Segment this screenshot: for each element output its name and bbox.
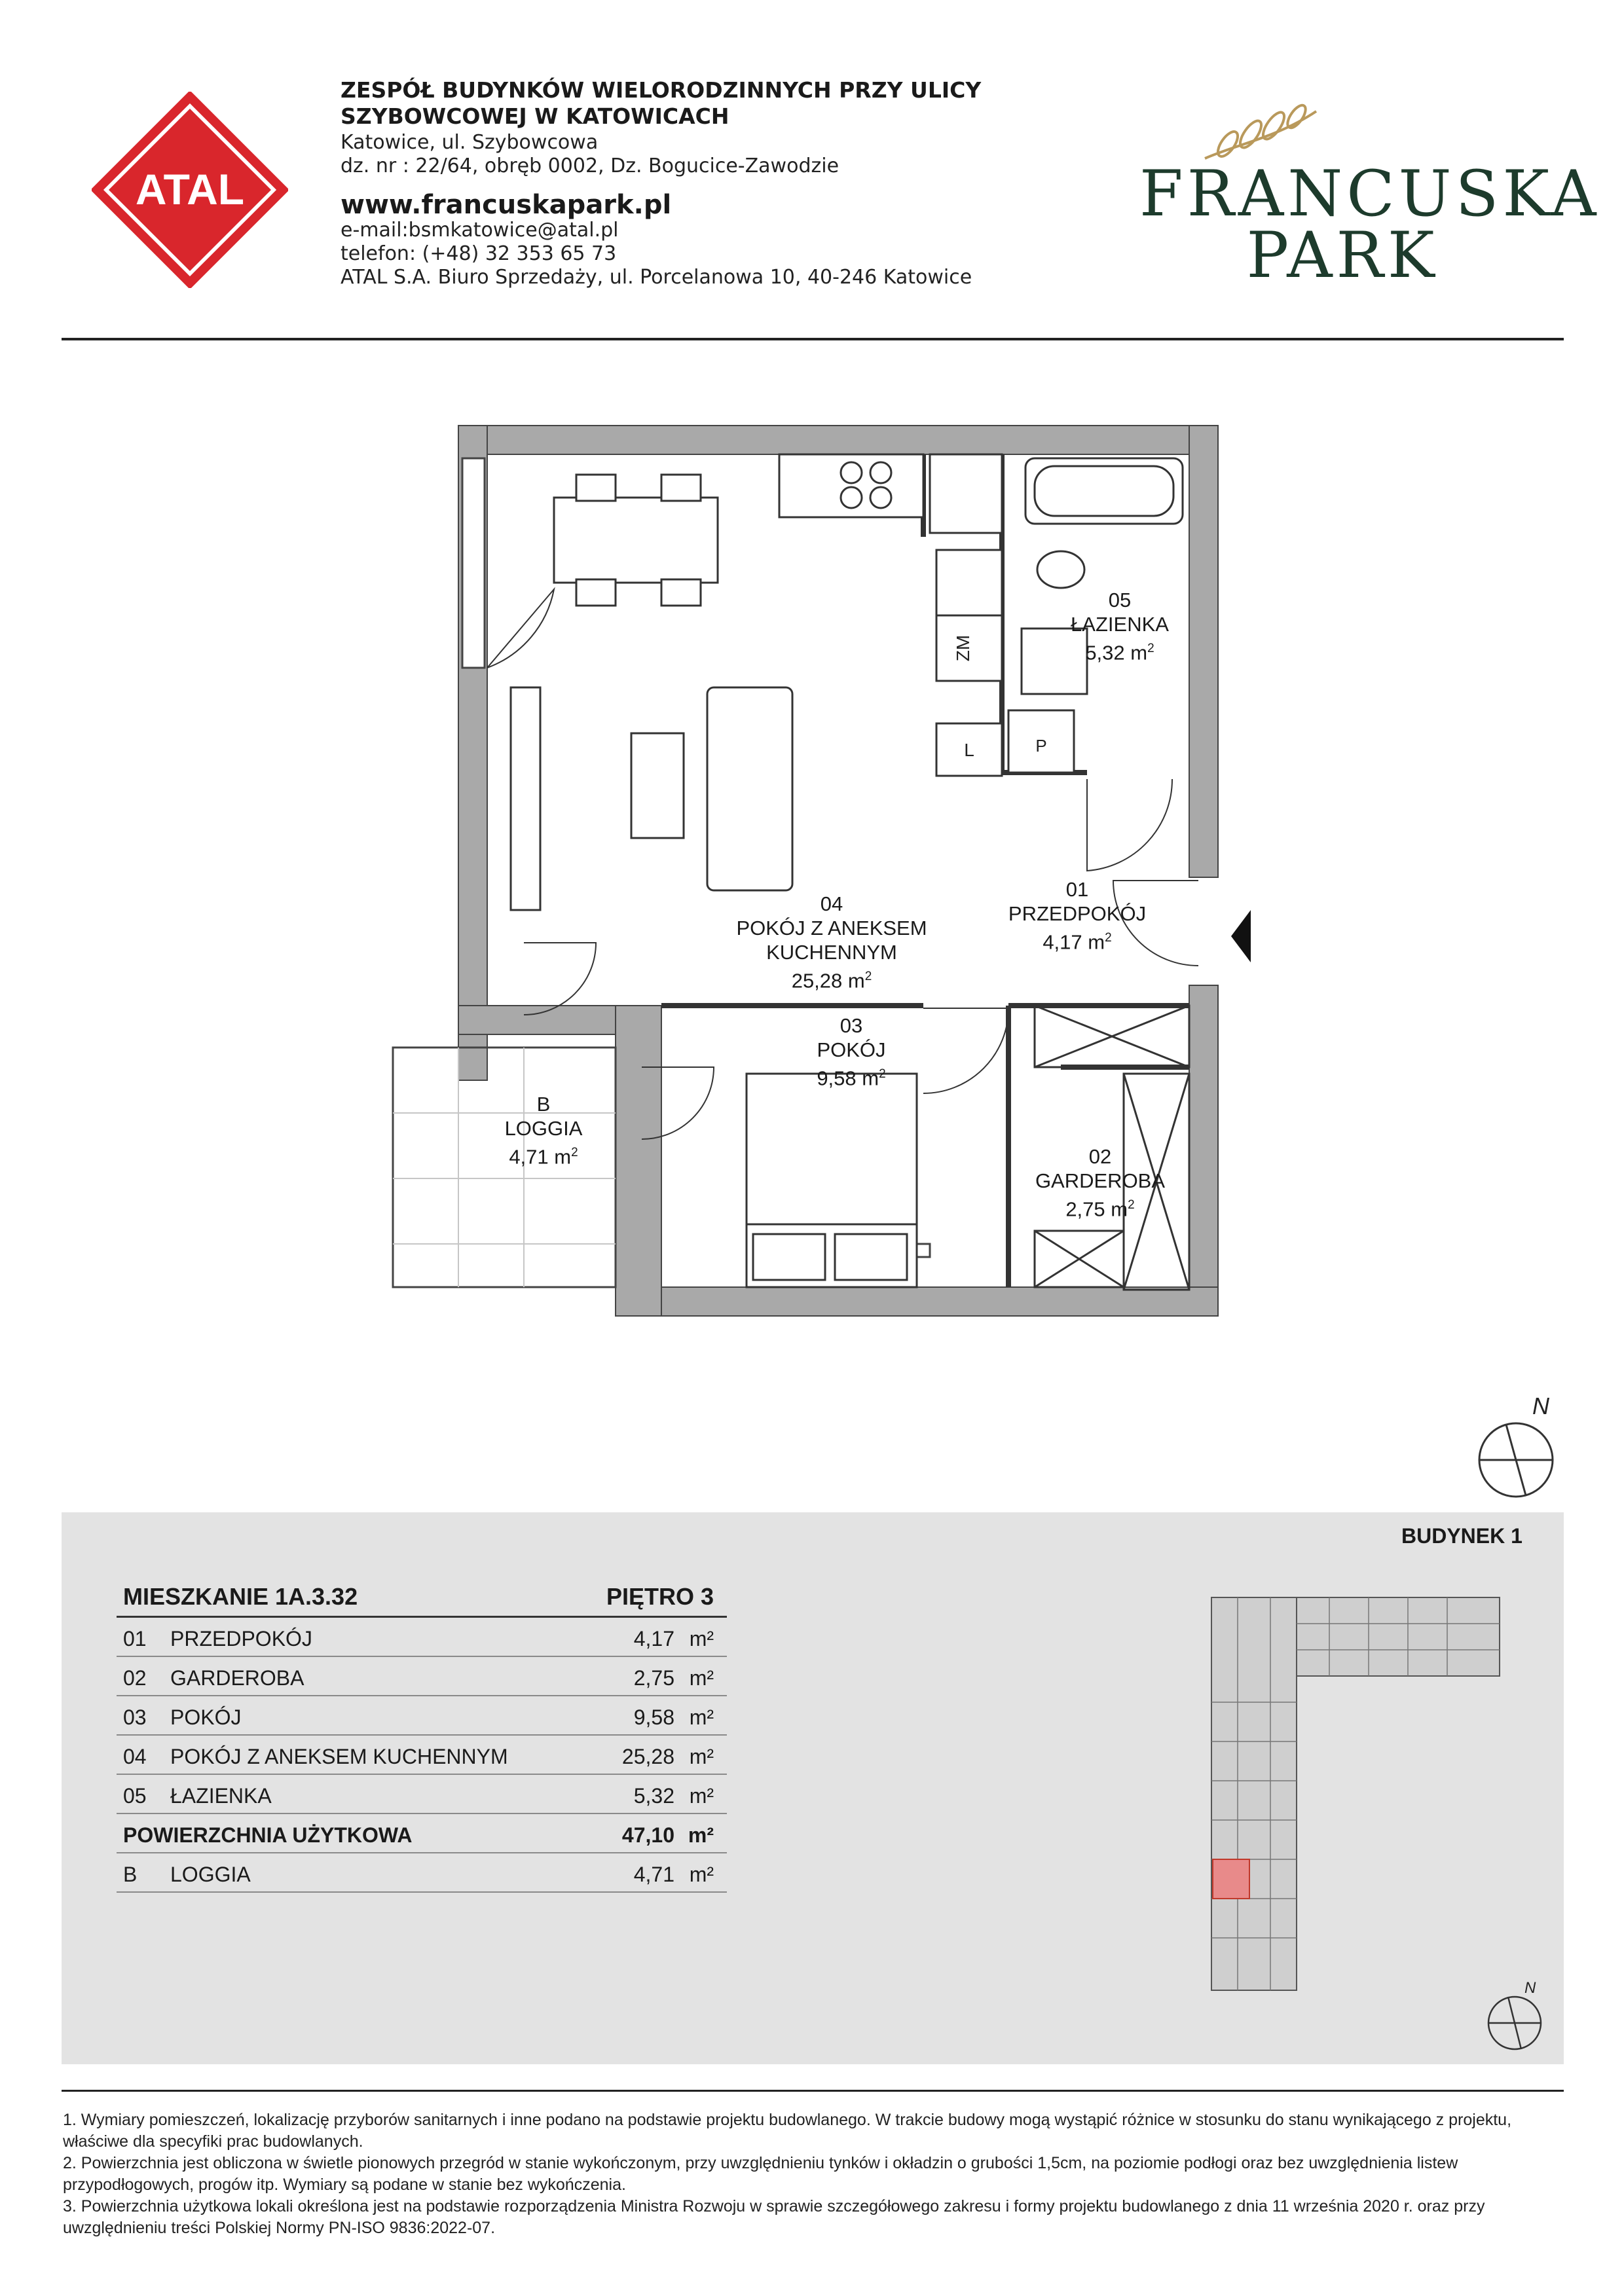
floor-plan: ZM L P [392,425,1251,1317]
footnote-1b: właściwe dla specyfiki prac budowlanych. [63,2132,363,2151]
room-05-area: 5,32 m2 [1085,641,1154,665]
room-01-area: 4,17 m2 [1043,930,1112,954]
room-01-number: 01 [1065,878,1089,901]
brand-name-line2: PARK [1246,219,1439,292]
building-key-plan [1211,1597,1500,1991]
building-label: BUDYNEK 1 [1401,1524,1522,1548]
room-04-name-line1: POKÓJ Z ANEKSEM [736,917,927,939]
entrance-marker [1231,910,1251,962]
apartment-number: MIESZKANIE 1A.3.32 [123,1583,358,1610]
room-01-name: PRZEDPOKÓJ [1008,902,1147,925]
wall-south [648,1286,1219,1317]
project-title-line1: ZESPÓŁ BUDYNKÓW WIELORODZINNYCH PRZY ULI… [341,77,982,103]
footnote-1a: 1. Wymiary pomieszczeń, lokalizację przy… [63,2111,1512,2129]
compass-icon: N [1478,1393,1554,1498]
wall-loggia-east [615,1005,662,1317]
header-divider [62,338,1564,340]
atal-logo-text: ATAL [136,165,244,213]
laurel-icon [1204,103,1318,160]
room-b-number: B [536,1093,551,1116]
window-west [461,457,486,669]
apartment-highlight [1212,1859,1250,1899]
room-01-label: 01 PRZEDPOKÓJ 4,17 m2 [1002,877,1153,954]
room-05-number: 05 [1108,589,1132,611]
room-04-area: 25,28 m2 [791,969,872,993]
key-plan-compass-icon: N [1487,1979,1542,2050]
room-03-name: POKÓJ [817,1038,886,1061]
website-link[interactable]: www.francuskapark.pl [341,190,672,220]
table-header: MIESZKANIE 1A.3.32 PIĘTRO 3 [117,1571,727,1618]
room-03-label: 03 POKÓJ 9,58 m2 [786,1013,917,1090]
brand-name-line1: FRANCUSKA [1139,157,1600,230]
compass-label: N [1532,1393,1550,1419]
room-02-number: 02 [1088,1145,1112,1168]
fridge-label: L [964,740,974,760]
room-02-label: 02 GARDEROBA 2,75 m2 [1028,1144,1172,1221]
atal-logo: ATAL [92,92,288,288]
footnote-2a: 2. Powierzchnia jest obliczona w świetle… [63,2154,1458,2172]
wall-east-lower [1189,985,1219,1317]
footnote-2b: przypodłogowych, progów itp. Wymiary są … [63,2176,626,2194]
project-title-line2: SZYBOWCOWEJ W KATOWICACH [341,103,729,129]
floor-number: PIĘTRO 3 [606,1583,714,1610]
room-05-label: 05 ŁAZIENKA 5,32 m2 [1054,588,1185,665]
room-02-area: 2,75 m2 [1065,1197,1135,1221]
room-03-number: 03 [840,1014,863,1037]
room-05-name: ŁAZIENKA [1071,613,1169,636]
room-02-name: GARDEROBA [1035,1169,1166,1192]
wall-east-upper [1189,425,1219,878]
boiler-label: P [1035,736,1046,756]
project-plot: dz. nr : 22/64, obręb 0002, Dz. Bogucice… [341,155,840,177]
wall-north [458,425,1219,455]
room-b-name: LOGGIA [504,1117,583,1140]
room-b-label: B LOGGIA 4,71 m2 [485,1092,602,1169]
room-04-label: 04 POKÓJ Z ANEKSEM KUCHENNYM 25,28 m2 [714,892,950,993]
svg-text:N: N [1524,1979,1536,1997]
room-03-area: 9,58 m2 [817,1066,886,1090]
room-04-name-line2: KUCHENNYM [766,941,897,964]
sales-office: ATAL S.A. Biuro Sprzedaży, ul. Porcelano… [341,266,972,289]
room-b-area: 4,71 m2 [509,1145,578,1169]
footnotes: 1. Wymiary pomieszczeń, lokalizację przy… [63,2109,1569,2239]
footer-divider [62,2090,1564,2092]
contact-email[interactable]: e-mail:bsmkatowice@atal.pl [341,219,619,242]
footnote-3a: 3. Powierzchnia użytkowa lokali określon… [63,2197,1485,2215]
project-address: Katowice, ul. Szybowcowa [341,131,599,154]
contact-phone: telefon: (+48) 32 353 65 73 [341,242,617,265]
washer-label: ZM [953,635,973,661]
footnote-3b: uwzględnieniu treści Polskiej Normy PN-I… [63,2219,496,2237]
room-04-number: 04 [820,892,843,915]
project-title: ZESPÓŁ BUDYNKÓW WIELORODZINNYCH PRZY ULI… [341,77,981,130]
